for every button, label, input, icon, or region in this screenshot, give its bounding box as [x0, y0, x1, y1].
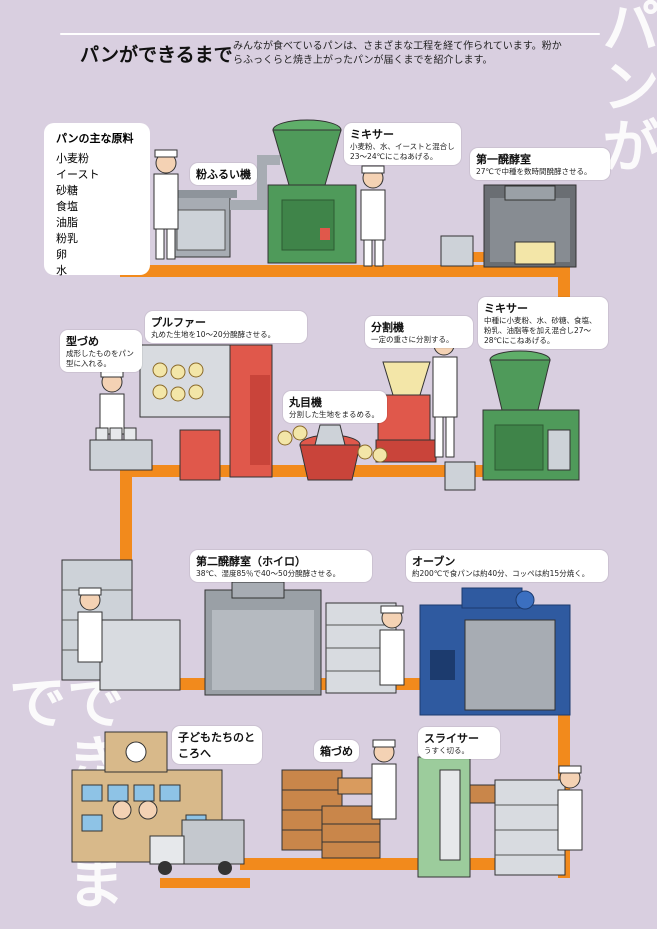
- pan-table: [89, 427, 153, 471]
- step-mixer1: ミキサー 小麦粉、水、イーストと混合し23〜24℃にこねあげる。: [344, 123, 461, 165]
- ingredient-item: 粉乳: [56, 232, 78, 245]
- ingredient-item: 水: [56, 264, 67, 277]
- delivery-truck: [149, 819, 245, 875]
- step-oven: オーブン 約200℃で食パンは約40分、コッペは約15分焼く。: [406, 550, 608, 582]
- step-desc: 丸めた生地を10〜20分醗酵させる。: [151, 330, 276, 339]
- oven-machine: [419, 587, 571, 716]
- intro-text: みんなが食べているパンは、さまざまな工程を経て作られています。粉からふっくらと焼…: [233, 41, 562, 66]
- ferment2-room: [204, 581, 322, 696]
- proofer-machine: [139, 344, 273, 481]
- step-desc: 一定の重さに分割する。: [371, 335, 454, 344]
- worker-divider: [432, 332, 458, 458]
- ingredient-item: 砂糖: [56, 184, 78, 197]
- ingredients-title: パンの主な原料: [56, 132, 134, 145]
- boxing-area: [281, 769, 387, 859]
- step-rounder: 丸目機 分割した生地をまるめる。: [283, 391, 387, 423]
- ingredient-item: イースト: [56, 168, 100, 181]
- step-label: 分割機: [371, 321, 404, 334]
- ingredient-item: 卵: [56, 248, 67, 261]
- step-label: 粉ふるい機: [196, 168, 251, 181]
- step-label: 第一醗酵室: [476, 153, 531, 166]
- step-label: 第二醗酵室（ホイロ）: [196, 555, 306, 568]
- slicer-machine: [417, 756, 511, 878]
- ferment1-room: [483, 184, 577, 268]
- step-sifter: 粉ふるい機: [190, 163, 257, 185]
- dough-trough-2: [444, 461, 476, 491]
- step-desc: 27℃で中種を数時間醗酵させる。: [476, 167, 592, 176]
- ingredient-item: 小麦粉: [56, 152, 89, 165]
- step-slicer: スライサー うすく切る。: [418, 727, 500, 759]
- step-label: ミキサー: [350, 128, 394, 141]
- worker-sifter: [153, 149, 179, 260]
- step-label: ミキサー: [484, 302, 528, 315]
- step-label: スライサー: [424, 732, 479, 745]
- step-desc: 約200℃で食パンは約40分、コッペは約15分焼く。: [412, 569, 590, 578]
- worker-panning: [99, 369, 125, 435]
- rack-right: [494, 779, 566, 876]
- dough-trough-1: [440, 235, 474, 267]
- step-ferment2: 第二醗酵室（ホイロ） 38℃、湿度85％で40〜50分醗酵させる。: [190, 550, 372, 582]
- step-desc: 小麦粉、水、イーストと混合し23〜24℃にこねあげる。: [350, 142, 455, 161]
- worker-oven: [379, 605, 405, 686]
- ingredient-item: 油脂: [56, 216, 78, 229]
- step-panning: 型づめ 成形したものをパン型に入れる。: [60, 330, 142, 372]
- step-label: 型づめ: [66, 335, 99, 348]
- step-ferment1: 第一醗酵室 27℃で中種を数時間醗酵させる。: [470, 148, 610, 180]
- step-label: 子どもたちのところへ: [178, 731, 255, 760]
- step-label: 箱づめ: [320, 745, 353, 758]
- ingredients-list: 小麦粉 イースト 砂糖 食塩 油脂 粉乳 卵 水: [56, 151, 99, 279]
- header-strip: [60, 33, 600, 35]
- ingredients-panel: [44, 123, 150, 275]
- step-desc: うすく切る。: [424, 746, 469, 755]
- step-proofer: プルファー 丸めた生地を10〜20分醗酵させる。: [145, 311, 307, 343]
- rounder-machine: [277, 424, 388, 481]
- step-mixer2: ミキサー 中種に小麦粉、水、砂糖、食塩、粉乳、油脂等を加え混合し27〜28℃にこ…: [478, 297, 608, 349]
- ingredient-item: 食塩: [56, 200, 78, 213]
- worker-slicer: [557, 765, 583, 851]
- worker-boxing: [371, 739, 397, 820]
- step-boxing: 箱づめ: [314, 740, 359, 762]
- step-desc: 38℃、湿度85％で40〜50分醗酵させる。: [196, 569, 341, 578]
- worker-rack: [77, 587, 103, 663]
- mixer1-machine: [267, 119, 357, 264]
- step-desc: 分割した生地をまるめる。: [289, 410, 379, 419]
- step-divider: 分割機 一定の重さに分割する。: [365, 316, 473, 348]
- step-desc: 成形したものをパン型に入れる。: [66, 349, 134, 368]
- worker-mixer1: [360, 165, 386, 267]
- side-title-top: パンが: [592, 0, 657, 176]
- sifter-machine: [165, 155, 280, 258]
- step-desc: 中種に小麦粉、水、砂糖、食塩、粉乳、油脂等を加え混合し27〜28℃にこねあげる。: [484, 316, 597, 345]
- step-label: プルファー: [151, 316, 206, 329]
- page-title: パンができるまで: [80, 44, 233, 66]
- step-label: オーブン: [412, 555, 456, 568]
- step-delivery: 子どもたちのところへ: [172, 726, 262, 764]
- mixer2-machine: [482, 350, 580, 481]
- step-label: 丸目機: [289, 396, 322, 409]
